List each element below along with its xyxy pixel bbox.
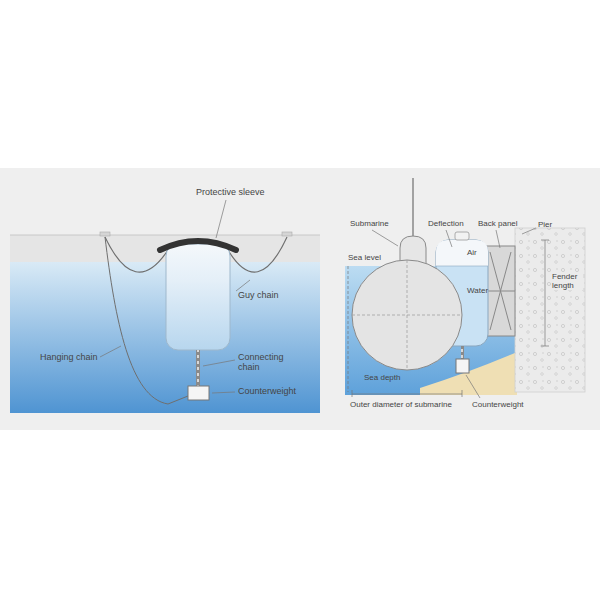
pier xyxy=(515,228,585,392)
part-label: Deflection xyxy=(428,219,464,228)
part-label: Sea depth xyxy=(364,373,400,382)
right-panel xyxy=(345,178,585,398)
bollard xyxy=(282,232,292,236)
part-label: Connecting chain xyxy=(238,352,290,373)
counterweight xyxy=(188,386,209,400)
guy-chain xyxy=(228,237,287,272)
bollard xyxy=(100,232,110,236)
part-label: Protective sleeve xyxy=(196,187,265,197)
part-label: Fender length xyxy=(551,272,583,290)
background-band xyxy=(0,168,600,430)
dimension-tick xyxy=(352,390,353,397)
part-label: Pier xyxy=(538,220,552,229)
part-label: Air xyxy=(467,248,477,257)
part-label: Submarine xyxy=(350,219,389,228)
leader-line xyxy=(446,230,452,247)
mast xyxy=(412,178,414,240)
dimension-tick xyxy=(541,346,549,347)
dimension-line xyxy=(348,266,349,392)
leader-line xyxy=(522,228,536,234)
leader-line xyxy=(203,360,235,366)
protective-sleeve xyxy=(160,241,236,250)
fender-air xyxy=(436,240,488,266)
part-label: Water xyxy=(467,286,488,295)
leader-line xyxy=(100,346,121,357)
left-panel xyxy=(10,200,320,413)
center-line xyxy=(407,260,408,370)
part-label: Hanging chain xyxy=(40,352,98,362)
connecting-chain xyxy=(196,350,200,386)
dimension-tick xyxy=(541,240,549,241)
leader-line xyxy=(236,280,250,291)
leader-line xyxy=(212,392,235,393)
dimension-line xyxy=(352,394,462,395)
hull xyxy=(352,260,462,370)
part-label: Counterweight xyxy=(238,386,296,396)
dimension-line xyxy=(545,240,546,346)
guy-chain xyxy=(105,237,168,272)
counterweight xyxy=(456,359,469,373)
leader-line xyxy=(466,375,480,398)
water-line xyxy=(436,266,488,267)
fender-cap xyxy=(455,232,469,240)
water xyxy=(10,262,320,413)
part-label: Back panel xyxy=(478,219,518,228)
part-label: Outer diameter of submarine xyxy=(350,400,452,409)
quay xyxy=(10,235,320,262)
connecting-chain xyxy=(461,346,464,359)
part-label: Counterweight xyxy=(472,400,524,409)
dimension-tick xyxy=(462,390,463,397)
back-panel xyxy=(486,246,515,336)
back-panel-brace xyxy=(486,291,515,292)
quay-edge xyxy=(10,235,320,236)
part-label: Sea level xyxy=(348,253,381,262)
fender xyxy=(166,244,230,350)
part-label: Guy chain xyxy=(238,290,279,300)
leader-line xyxy=(216,200,226,238)
leader-line xyxy=(496,230,500,248)
leader-line xyxy=(372,230,398,246)
